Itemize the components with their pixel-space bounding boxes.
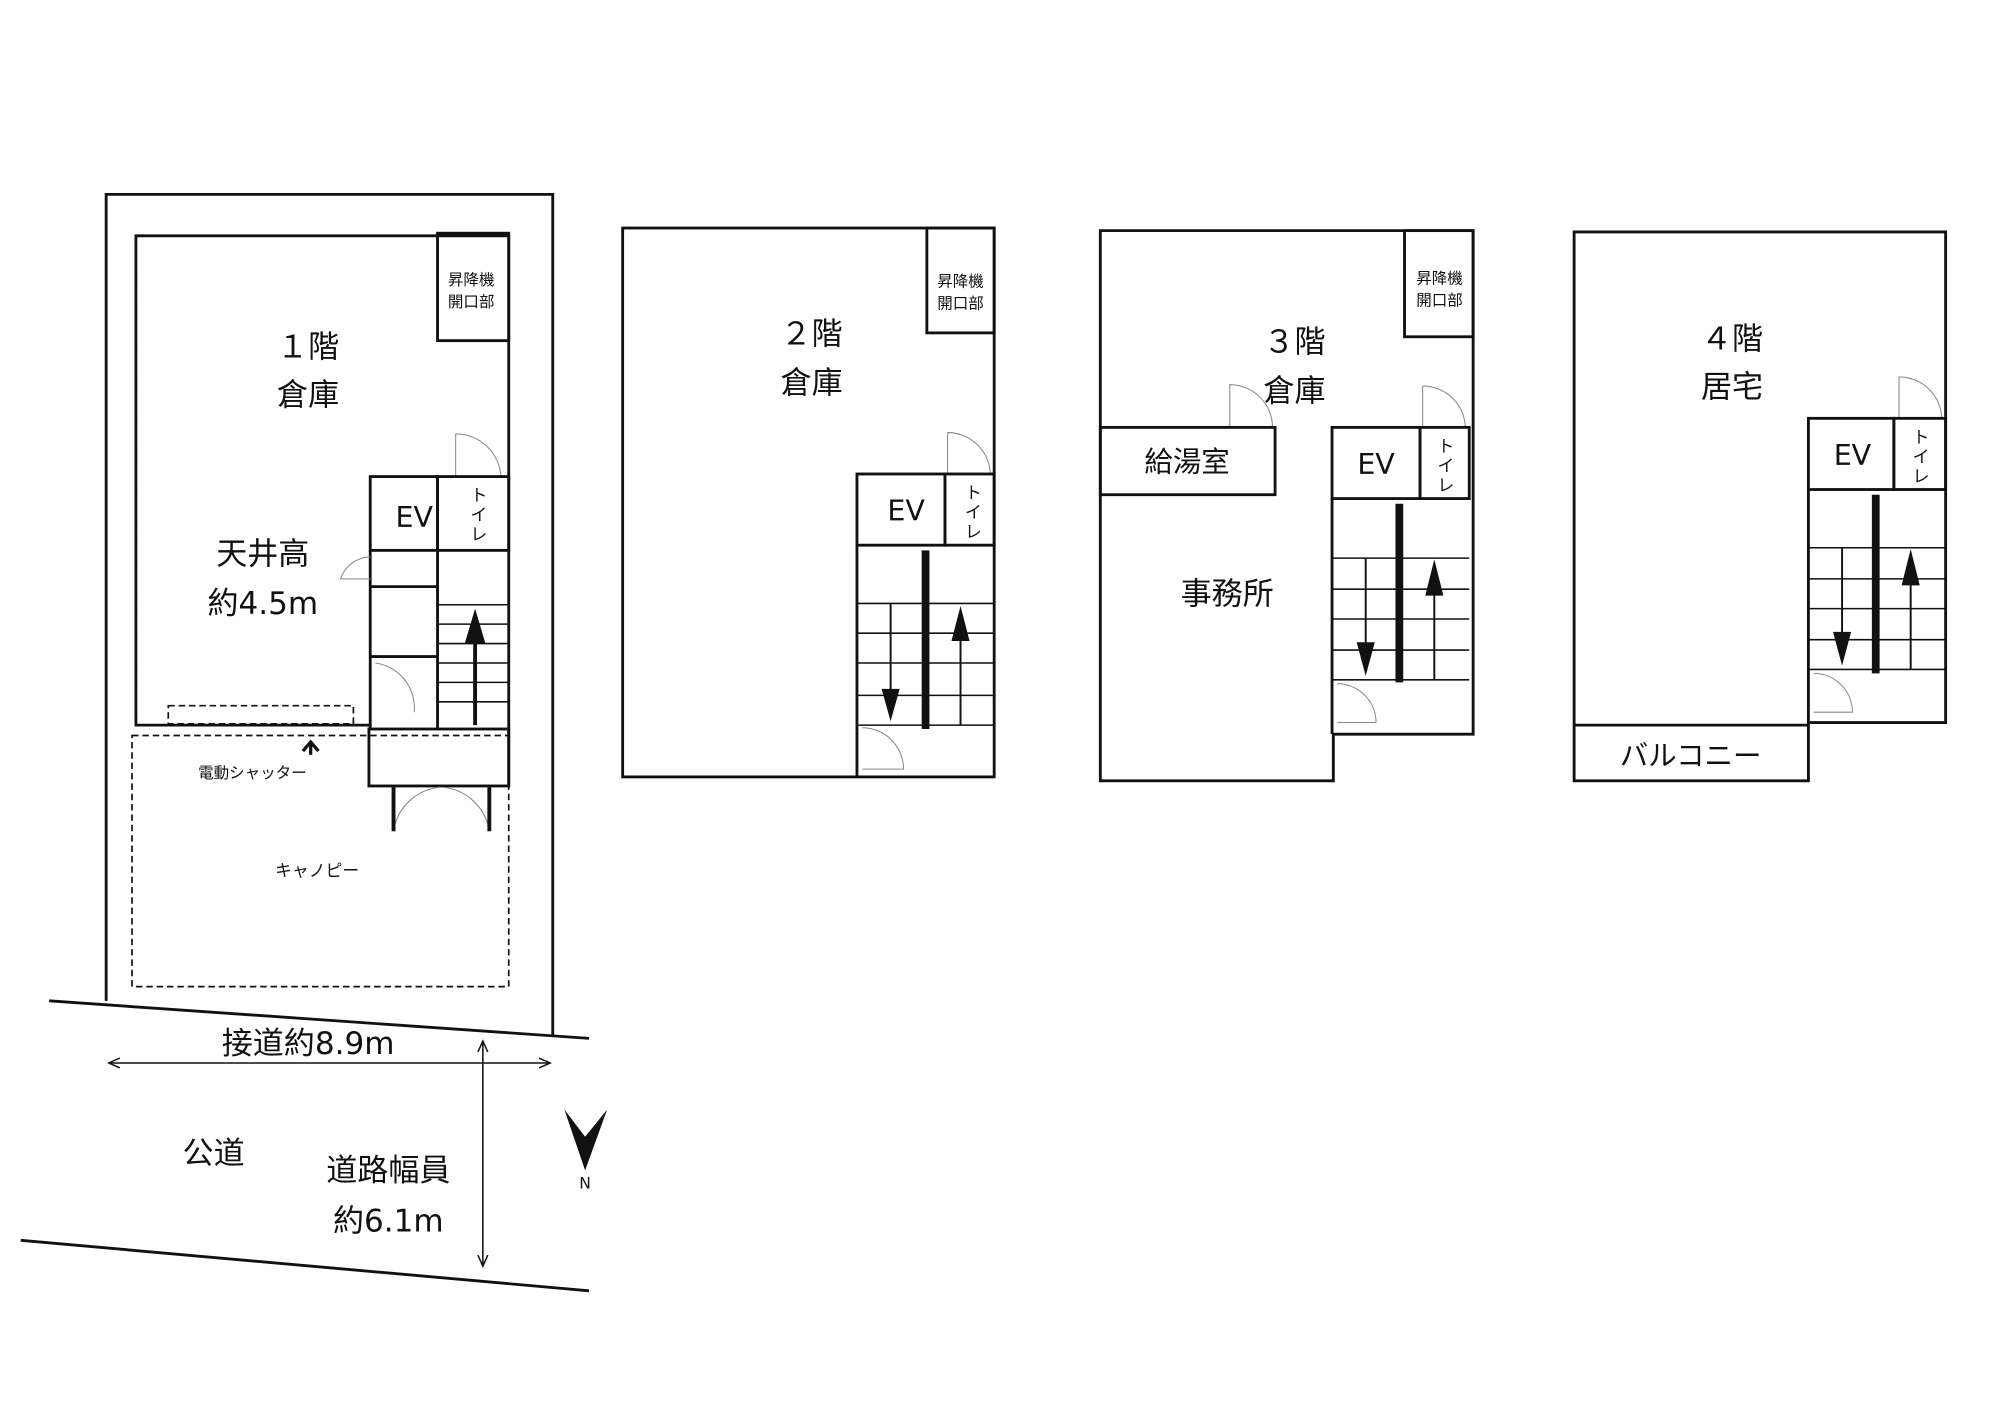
arrow-up-icon [951, 606, 970, 641]
room-label-warehouse: 倉庫 [1263, 373, 1325, 409]
room-label-warehouse: 倉庫 [277, 377, 339, 413]
toilet-label: ト [1913, 427, 1930, 447]
elevator-opening-label: 昇降機 [448, 271, 495, 289]
toilet-label: レ [1438, 475, 1455, 495]
toilet-label: ト [1438, 436, 1455, 456]
ceiling-height-value: 約4.5m [207, 586, 318, 622]
arrow-down-icon [881, 688, 900, 722]
site-boundary [104, 192, 555, 1036]
arrow-up-icon [1901, 549, 1920, 586]
toilet-box [436, 475, 511, 552]
toilet-box [1892, 416, 1948, 491]
ceiling-height-label: 天井高 [216, 537, 309, 573]
toilet-label: イ [1438, 455, 1455, 475]
floor-4-plan: ４階 居宅 EV ト イ レ バルコニー [1572, 230, 1948, 783]
toilet-label: イ [471, 505, 488, 525]
north-arrow-icon [564, 1109, 608, 1171]
toilet-label: ト [471, 485, 488, 505]
arrow-down-icon [1356, 642, 1375, 676]
elevator-opening-box [925, 226, 996, 335]
floor-label: ４階 [1701, 322, 1763, 358]
frontage-label: 接道約8.9m [222, 1026, 395, 1062]
door-swing [1898, 376, 1943, 419]
elevator-opening-label: 昇降機 [1416, 270, 1463, 288]
arrow-up-icon [464, 608, 486, 644]
staircase [1806, 489, 1946, 723]
hall-walls [368, 550, 439, 730]
balcony-label: バルコニー [1620, 739, 1762, 772]
staircase [855, 545, 995, 777]
door-swing [1229, 384, 1274, 428]
arrow-down-icon [1833, 631, 1852, 666]
ev-label: EV [396, 501, 434, 534]
elevator-opening-label: 昇降機 [937, 272, 984, 290]
staircase [437, 603, 509, 726]
arrow-up-icon [301, 739, 320, 755]
door-swing [455, 433, 502, 477]
door-swing [1337, 683, 1377, 724]
floor-label: ３階 [1263, 324, 1325, 360]
door-swing [862, 727, 905, 770]
arrow-up-icon [1425, 559, 1444, 596]
entrance-box [367, 727, 511, 788]
elevator-opening-box [436, 231, 511, 343]
door-swing [375, 662, 415, 713]
door-swing [1813, 672, 1853, 713]
building-outline [1572, 230, 1948, 783]
north-label: N [579, 1175, 591, 1193]
toilet-label: レ [965, 521, 982, 541]
shutter-label: 電動シャッター [198, 764, 307, 782]
floor-3-plan: 昇降機 開口部 ３階 倉庫 給湯室 EV ト イ レ 事務所 [1098, 229, 1475, 783]
road-width-value: 約6.1m [333, 1203, 444, 1239]
double-door [393, 786, 490, 832]
elevator-opening-label: 開口部 [1416, 292, 1463, 310]
toilet-label: イ [965, 502, 982, 522]
elevator-opening-label: 開口部 [937, 294, 984, 312]
staircase [1330, 498, 1470, 735]
building-outline [1098, 229, 1475, 783]
shutter-outline [167, 704, 355, 725]
door-swing [339, 556, 371, 580]
toilet-box [943, 472, 996, 547]
office-label: 事務所 [1181, 577, 1274, 613]
toilet-label: レ [471, 524, 488, 544]
door-swing [1422, 385, 1466, 428]
elevator-opening-box [1403, 229, 1475, 339]
kitchenette-box [1098, 425, 1277, 497]
ev-label: EV [1834, 439, 1872, 472]
room-label-residence: 居宅 [1701, 370, 1763, 406]
canopy-label: キャノピー [275, 861, 359, 881]
floor-label: ２階 [781, 317, 843, 353]
elevator-opening-label: 開口部 [448, 293, 495, 311]
toilet-box [1418, 425, 1471, 501]
door-swing [947, 432, 991, 475]
ev-label: EV [887, 495, 925, 528]
ev-label: EV [1357, 448, 1395, 481]
toilet-label: レ [1913, 466, 1930, 486]
floor-1-plan: 昇降機 開口部 １階 倉庫 EV ト イ レ 天井高 約4.5m 電動シャッター… [104, 192, 555, 1036]
canopy-outline [131, 734, 510, 988]
toilet-label: ト [965, 483, 982, 503]
road-area: 接道約8.9m 公道 道路幅員 約6.1m N [20, 999, 608, 1293]
floor-label: １階 [277, 329, 339, 365]
floor-2-plan: 昇降機 開口部 ２階 倉庫 EV ト イ レ [621, 226, 996, 779]
toilet-label: イ [1913, 446, 1930, 466]
kitchenette-label: 給湯室 [1144, 445, 1229, 478]
public-road-label: 公道 [183, 1136, 245, 1172]
room-label-warehouse: 倉庫 [781, 366, 843, 402]
road-width-label: 道路幅員 [326, 1153, 450, 1189]
